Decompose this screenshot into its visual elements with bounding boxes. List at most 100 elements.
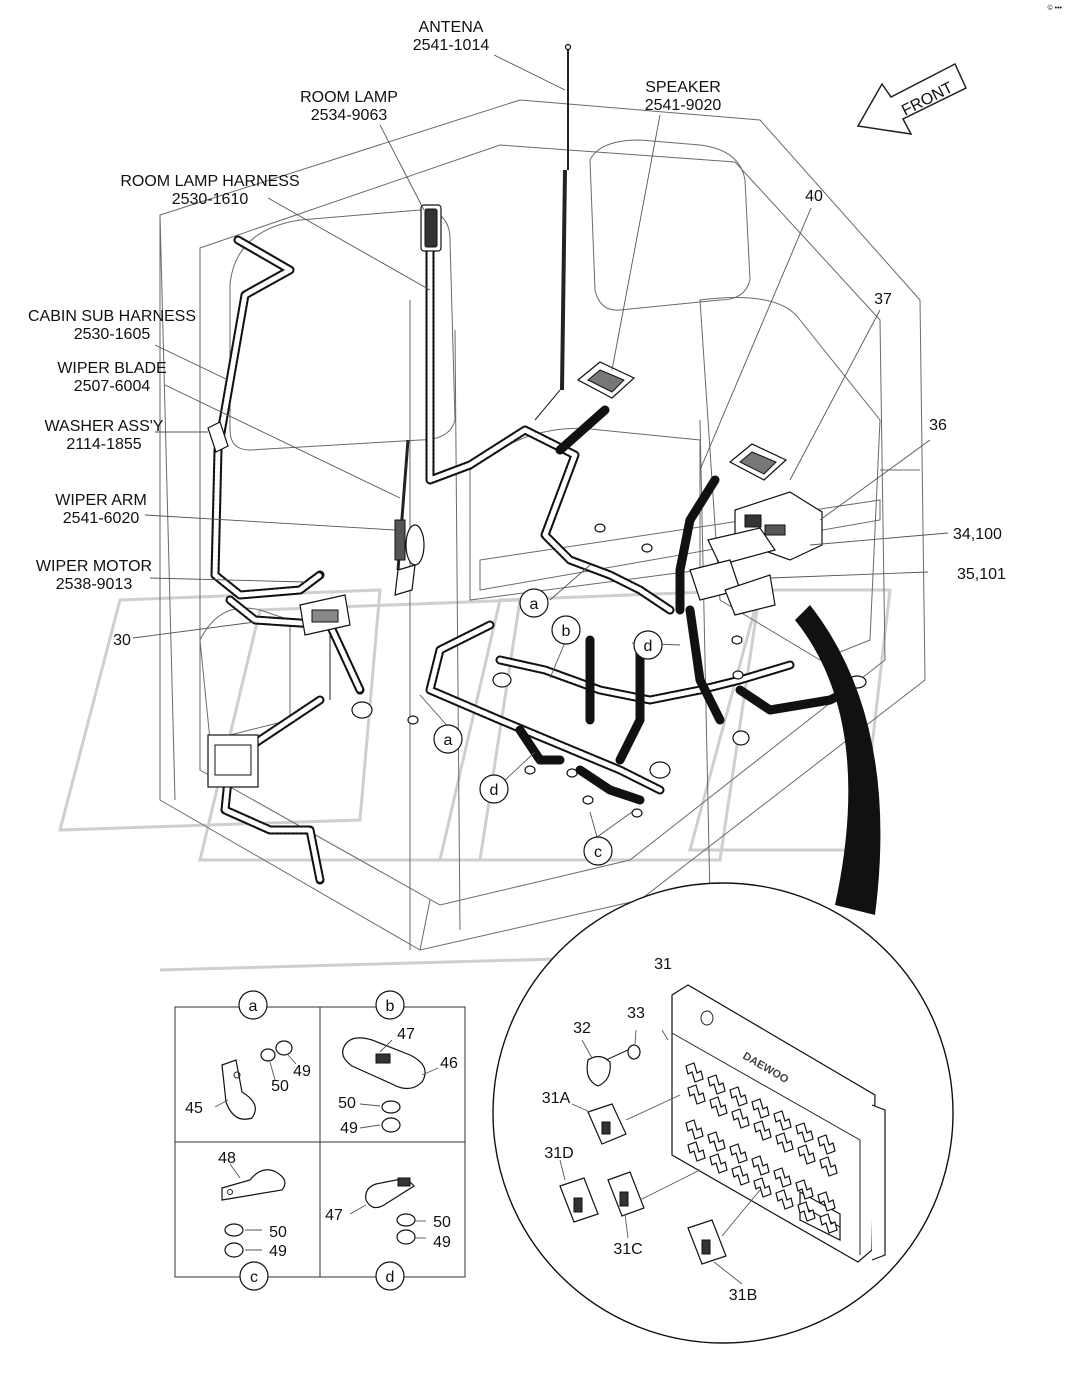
detail-grid-letters: a b c d xyxy=(238,990,405,1291)
room-lamp-code: 2534-9063 xyxy=(311,107,388,124)
part-37: 37 xyxy=(874,291,892,308)
fuse-slot xyxy=(775,1132,794,1153)
detail-a-letter: a xyxy=(249,998,258,1015)
fuse-slot xyxy=(685,1062,704,1083)
antenna-mast xyxy=(534,43,572,421)
marker-d-2: d xyxy=(490,782,499,799)
room-lamp-name: ROOM LAMP xyxy=(300,89,398,106)
front-label: FRONT xyxy=(899,79,956,119)
wiper-arm-name: WIPER ARM xyxy=(55,492,147,509)
front-arrow: FRONT xyxy=(856,62,967,135)
washer-assy-name: WASHER ASS'Y xyxy=(45,418,164,435)
fuse-slot xyxy=(817,1134,836,1155)
detail-a-parts xyxy=(214,1040,297,1120)
wiper-arm-part xyxy=(394,439,425,596)
fuse-slot xyxy=(797,1201,816,1222)
fuse-slot xyxy=(751,1155,770,1176)
detail-a-49: 49 xyxy=(293,1063,311,1080)
detail-c-48: 48 xyxy=(218,1150,236,1167)
fuse-slot xyxy=(685,1119,704,1140)
marker-d-1: d xyxy=(644,638,653,655)
relay-blocks xyxy=(689,527,776,616)
fuse-slot xyxy=(795,1122,814,1143)
speaker-name: SPEAKER xyxy=(645,79,721,96)
speaker-top xyxy=(576,361,788,481)
fuse-33: 33 xyxy=(627,1005,645,1022)
detail-c-letter: c xyxy=(250,1269,258,1286)
washer-assy-code: 2114-1855 xyxy=(66,436,141,453)
detail-b-46: 46 xyxy=(440,1055,458,1072)
fuse-slot xyxy=(729,1086,748,1107)
fuse-31b: 31B xyxy=(729,1287,757,1304)
detail-d-49: 49 xyxy=(433,1234,451,1251)
detail-d-50: 50 xyxy=(433,1214,451,1231)
fuse-31a: 31A xyxy=(542,1090,571,1107)
marker-c: c xyxy=(594,844,602,861)
room-lamp-harness-code: 2530-1610 xyxy=(172,191,249,208)
grommets xyxy=(207,523,867,818)
marker-a-2: a xyxy=(444,732,453,749)
part-40: 40 xyxy=(805,188,823,205)
detail-b-49: 49 xyxy=(340,1120,358,1137)
fuse-31c: 31C xyxy=(613,1241,642,1258)
cabin-sub-harness-code: 2530-1605 xyxy=(74,326,151,343)
room-lamp-part xyxy=(420,204,442,252)
fuse-32: 32 xyxy=(573,1020,591,1037)
wiper-blade-name: WIPER BLADE xyxy=(57,360,166,377)
fuse-slot xyxy=(731,1108,750,1129)
part-30: 30 xyxy=(113,632,131,649)
fuse-slot xyxy=(753,1120,772,1141)
fuse-slot xyxy=(687,1084,706,1105)
fuse-slot xyxy=(709,1096,728,1117)
detail-b-47: 47 xyxy=(397,1026,415,1043)
fuse-slot xyxy=(729,1143,748,1164)
antena-name: ANTENA xyxy=(419,19,484,36)
fuse-slot xyxy=(687,1141,706,1162)
fuse-slot xyxy=(773,1167,792,1188)
part-36: 36 xyxy=(929,417,947,434)
fuse-31: 31 xyxy=(654,956,672,973)
detail-d-letter: d xyxy=(386,1269,395,1286)
fuse-slot xyxy=(819,1213,838,1234)
wiper-motor-name: WIPER MOTOR xyxy=(36,558,152,575)
fuse-slot xyxy=(817,1191,836,1212)
wiper-blade-code: 2507-6004 xyxy=(74,378,151,395)
fuse-slot xyxy=(707,1131,726,1152)
fuse-slot xyxy=(773,1110,792,1131)
marker-b: b xyxy=(562,623,571,640)
speaker-code: 2541-9020 xyxy=(645,97,722,114)
washer-part xyxy=(207,421,229,453)
corner-mark: © ••• xyxy=(1048,4,1063,12)
detail-d-47: 47 xyxy=(325,1207,343,1224)
detail-b-50: 50 xyxy=(338,1095,356,1112)
cabin-sub-harness-name: CABIN SUB HARNESS xyxy=(28,308,196,325)
fuse-box-loose-parts xyxy=(559,1029,761,1285)
fuse-slot xyxy=(795,1179,814,1200)
marker-a-1: a xyxy=(530,596,539,613)
harness-routing xyxy=(210,230,855,885)
callout-leaders xyxy=(132,54,949,838)
detail-a-50: 50 xyxy=(271,1078,289,1095)
wiper-arm-code: 2541-6020 xyxy=(63,510,140,527)
fuse-31d: 31D xyxy=(544,1145,573,1162)
fuse-slot xyxy=(751,1098,770,1119)
detail-c-50: 50 xyxy=(269,1224,287,1241)
detail-b-letter: b xyxy=(386,998,395,1015)
room-lamp-harness-name: ROOM LAMP HARNESS xyxy=(120,173,299,190)
part-34-100: 34,100 xyxy=(953,526,1002,543)
detail-d-parts xyxy=(349,1177,426,1245)
detail-c-49: 49 xyxy=(269,1243,287,1260)
fuse-slot xyxy=(819,1156,838,1177)
detail-b-parts xyxy=(342,1037,439,1133)
part-35-101: 35,101 xyxy=(957,566,1006,583)
inset-pointer xyxy=(795,605,881,915)
wiper-motor-part xyxy=(299,594,351,700)
detail-c-parts xyxy=(221,1163,286,1258)
fuse-slot xyxy=(753,1177,772,1198)
antena-code: 2541-1014 xyxy=(413,37,490,54)
fuse-slot xyxy=(707,1074,726,1095)
fuse-slot xyxy=(709,1153,728,1174)
fuse-slots xyxy=(685,1062,838,1234)
detail-a-45: 45 xyxy=(185,1100,203,1117)
